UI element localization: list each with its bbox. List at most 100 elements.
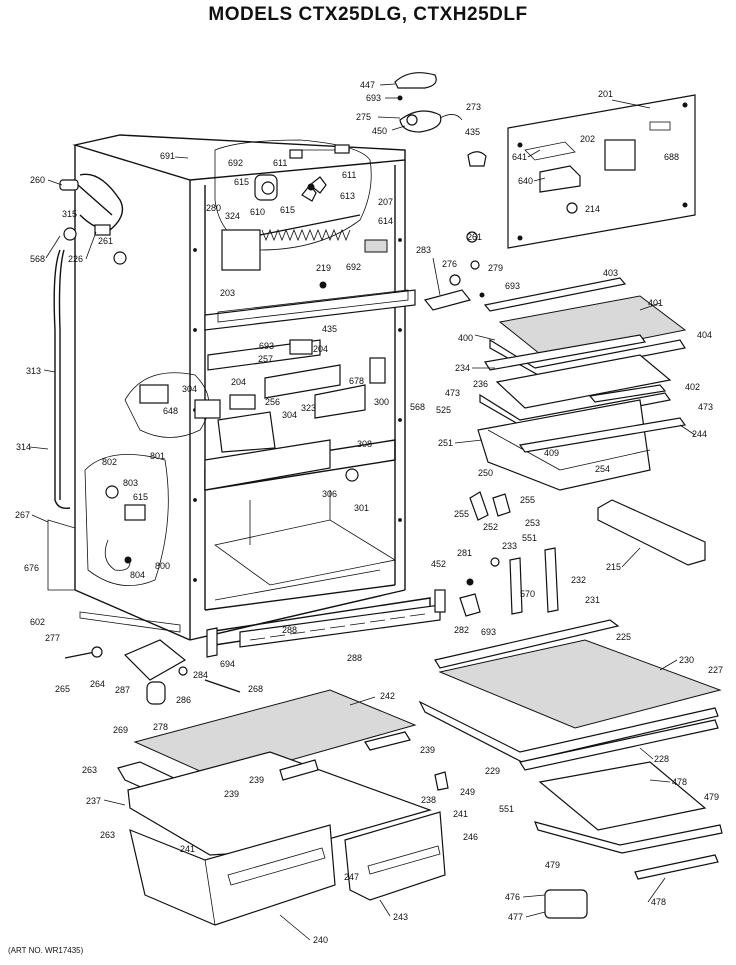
label-692: 692: [346, 262, 361, 272]
label-570: 570: [520, 589, 535, 599]
label-315: 315: [62, 209, 77, 219]
label-435: 435: [322, 324, 337, 334]
label-280: 280: [206, 203, 221, 213]
label-476: 476: [505, 892, 520, 902]
label-613: 613: [340, 191, 355, 201]
label-551: 551: [522, 533, 537, 543]
label-264: 264: [90, 679, 105, 689]
label-568: 568: [30, 254, 45, 264]
bottom-drawers: [117, 689, 449, 926]
label-219: 219: [316, 263, 331, 273]
label-641: 641: [512, 152, 527, 162]
label-253: 253: [525, 518, 540, 528]
label-231: 231: [585, 595, 600, 605]
label-237: 237: [86, 796, 101, 806]
cabinet-drawing: [47, 134, 431, 647]
label-273: 273: [466, 102, 481, 112]
label-284: 284: [193, 670, 208, 680]
label-450: 450: [372, 126, 387, 136]
label-803: 803: [123, 478, 138, 488]
label-276: 276: [442, 259, 457, 269]
label-229: 229: [485, 766, 500, 776]
label-204: 204: [231, 377, 246, 387]
label-400: 400: [458, 333, 473, 343]
label-230: 230: [679, 655, 694, 665]
label-283: 283: [416, 245, 431, 255]
label-314: 314: [16, 442, 31, 452]
label-447: 447: [360, 80, 375, 90]
label-692: 692: [228, 158, 243, 168]
label-260: 260: [30, 175, 45, 185]
lower-shelves: [418, 491, 723, 919]
label-610: 610: [250, 207, 265, 217]
label-615: 615: [133, 492, 148, 502]
label-215: 215: [606, 562, 621, 572]
label-268: 268: [248, 684, 263, 694]
label-611: 611: [342, 170, 356, 180]
label-240: 240: [313, 935, 328, 945]
art-number: (ART NO. WR17435): [8, 946, 84, 955]
label-323: 323: [301, 403, 316, 413]
label-324: 324: [225, 211, 240, 221]
label-479: 479: [545, 860, 560, 870]
label-255: 255: [520, 495, 535, 505]
label-202: 202: [580, 134, 595, 144]
label-232: 232: [571, 575, 586, 585]
label-288: 288: [347, 653, 362, 663]
label-227: 227: [708, 665, 723, 675]
label-568: 568: [410, 402, 425, 412]
label-261: 261: [98, 236, 113, 246]
label-243: 243: [393, 912, 408, 922]
label-251: 251: [438, 438, 453, 448]
label-228: 228: [654, 754, 669, 764]
label-254: 254: [595, 464, 610, 474]
label-234: 234: [455, 363, 470, 373]
label-615: 615: [280, 205, 295, 215]
label-800: 800: [155, 561, 170, 571]
label-479: 479: [704, 792, 719, 802]
diagram-title: MODELS CTX25DLG, CTXH25DLF: [208, 4, 528, 25]
label-241: 241: [453, 809, 468, 819]
label-477: 477: [508, 912, 523, 922]
label-204: 204: [313, 344, 328, 354]
label-265: 265: [55, 684, 70, 694]
label-249: 249: [460, 787, 475, 797]
label-694: 694: [220, 659, 235, 669]
label-278: 278: [153, 722, 168, 732]
label-473: 473: [698, 402, 713, 412]
label-452: 452: [431, 559, 446, 569]
light-assembly: [84, 454, 169, 586]
label-615: 615: [234, 177, 249, 187]
label-402: 402: [685, 382, 700, 392]
label-261: 261: [467, 232, 482, 242]
label-281: 281: [457, 548, 472, 558]
label-306: 306: [322, 489, 337, 499]
label-287: 287: [115, 685, 130, 695]
leader-lines: [29, 83, 696, 941]
label-214: 214: [585, 204, 600, 214]
label-640: 640: [518, 176, 533, 186]
label-404: 404: [697, 330, 712, 340]
label-207: 207: [378, 197, 393, 207]
label-804: 804: [130, 570, 145, 580]
label-241: 241: [180, 844, 195, 854]
label-238: 238: [421, 795, 436, 805]
label-233: 233: [502, 541, 517, 551]
label-242: 242: [380, 691, 395, 701]
label-277: 277: [45, 633, 60, 643]
label-611: 611: [273, 158, 287, 168]
label-676: 676: [24, 563, 39, 573]
evaporator-assembly: [214, 139, 388, 289]
label-693: 693: [481, 627, 496, 637]
label-300: 300: [374, 397, 389, 407]
label-239: 239: [420, 745, 435, 755]
label-648: 648: [163, 406, 178, 416]
label-301: 301: [354, 503, 369, 513]
label-678: 678: [349, 376, 364, 386]
label-203: 203: [220, 288, 235, 298]
label-304: 304: [282, 410, 297, 420]
top-hinge-parts: [59, 173, 127, 265]
label-252: 252: [483, 522, 498, 532]
label-225: 225: [616, 632, 631, 642]
label-201: 201: [598, 89, 613, 99]
